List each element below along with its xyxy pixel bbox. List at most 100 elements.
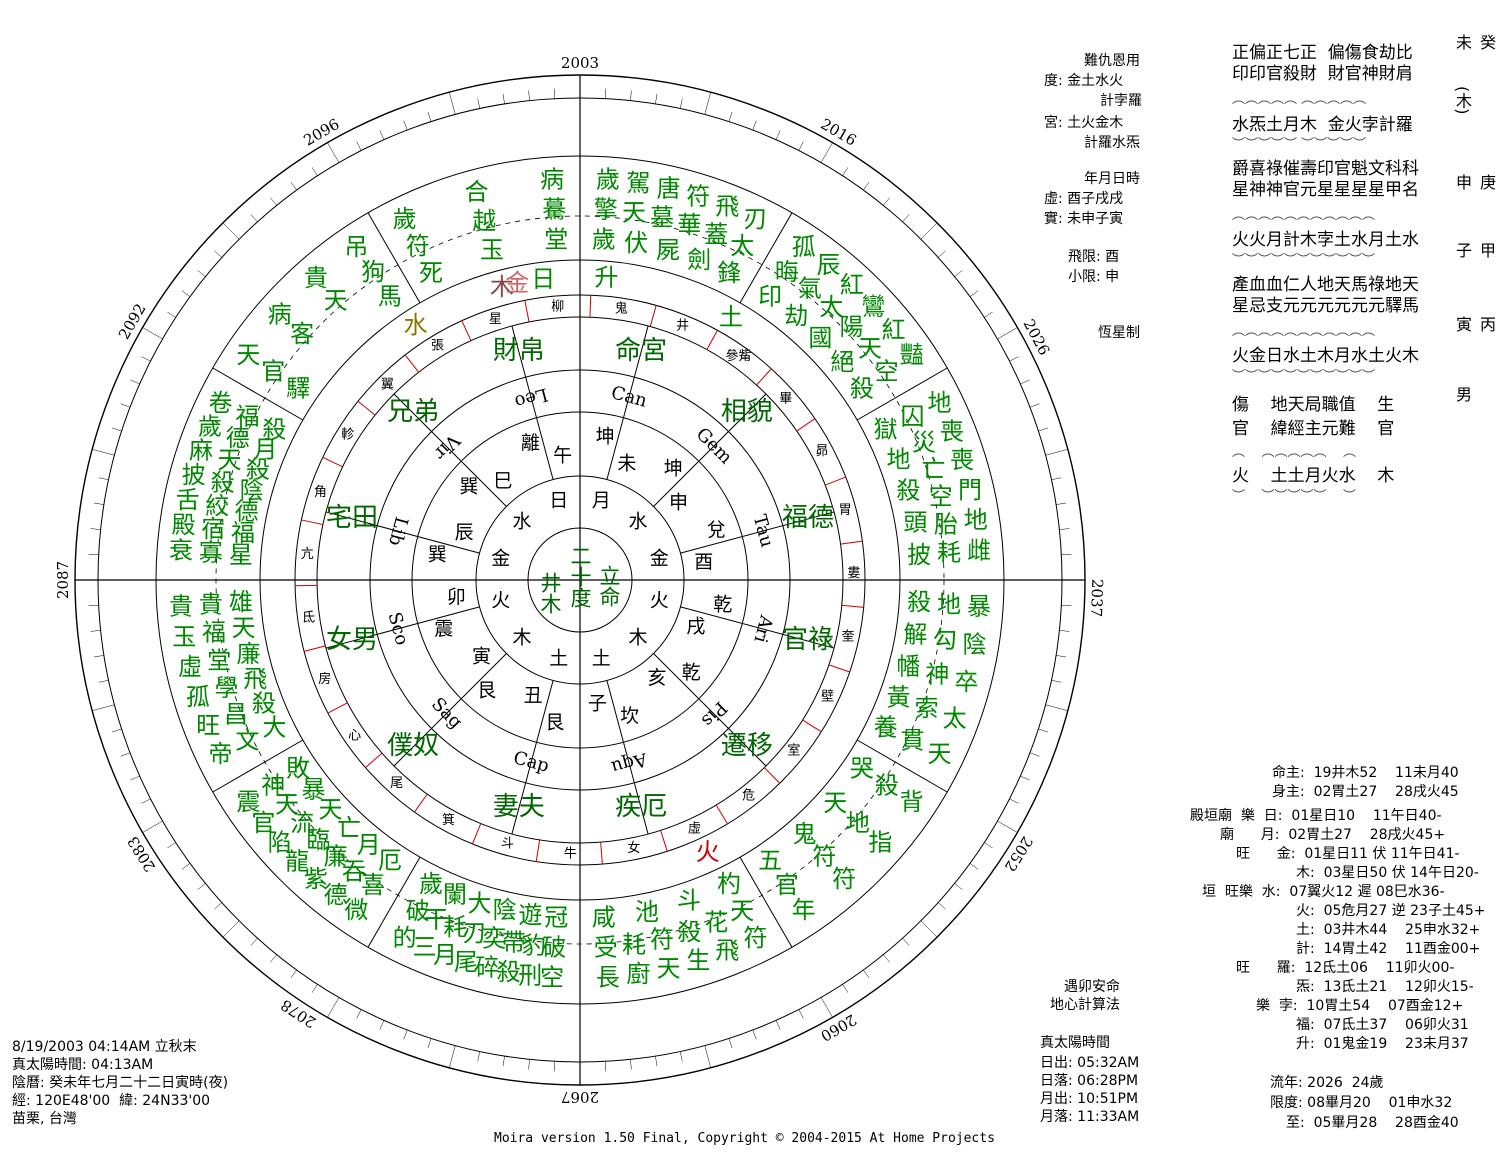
planet-ring-glyph: 金 — [505, 269, 529, 297]
tick-mark — [1056, 502, 1066, 505]
year-label: 2067 — [561, 1088, 599, 1106]
tick-mark — [883, 954, 890, 963]
year-label: 2092 — [115, 300, 150, 342]
sector-star-char: 黃 — [886, 684, 910, 712]
element-label: 月 — [592, 489, 611, 511]
tick-mark — [356, 141, 362, 151]
sector-star-char: 勾 — [933, 626, 957, 654]
sector-star-char: 空 — [875, 358, 899, 386]
sector-star-char: 貴 — [199, 590, 223, 618]
tick-mark — [604, 88, 606, 99]
tick-mark — [920, 222, 938, 240]
tick-mark — [820, 997, 833, 1018]
sector-star-char: 天 — [319, 796, 343, 824]
sector-star-char: 福 — [231, 519, 255, 547]
sector-star-char: 地 — [846, 809, 870, 837]
trigram-label: 乾 — [682, 662, 701, 684]
sector-star-char: 披 — [182, 461, 206, 489]
mansion-label: 井 — [676, 318, 689, 333]
sector-star-char: 太 — [943, 705, 967, 733]
sector-star-char: 天 — [858, 335, 882, 363]
mansion-label: 參觜 — [725, 349, 751, 364]
tick-mark — [142, 820, 163, 833]
mansion-label: 女 — [627, 840, 640, 856]
footer-copyright: Moira version 1.50 Final, Copyright © 20… — [494, 1131, 995, 1146]
sector-star-char: 暴 — [967, 592, 991, 620]
inner-divider — [511, 680, 554, 835]
planet-ring-glyph: 土 — [719, 303, 743, 331]
trigram-label: 乾 — [713, 594, 732, 616]
sector-star-char: 幡 — [896, 652, 920, 680]
sun-line-3: 日出: 05:32AM — [1040, 1055, 1140, 1071]
palace-label: 命宮 — [615, 336, 667, 366]
sector-star-char: 解 — [903, 621, 927, 649]
sector-star-char: 殺 — [246, 456, 270, 484]
sector-star-char: 冠 — [544, 904, 568, 932]
sector-star-char: 歲 — [596, 165, 620, 193]
mansion-divider — [461, 320, 472, 341]
pt-row-2: 殿垣廟 樂 日: 01星日10 11午日40- — [1190, 808, 1442, 824]
sector-star-char: 吞 — [342, 857, 366, 885]
sector-star-char: 辰 — [816, 251, 840, 279]
mansion-label: 氐 — [302, 611, 315, 626]
trigram-label: 坤 — [664, 457, 683, 479]
sector-star-char: 月 — [433, 941, 457, 969]
mansion-divider — [660, 830, 668, 852]
sun-line-2: 真太陽時間 — [1040, 1035, 1110, 1051]
sector-star-char: 破 — [542, 934, 566, 962]
sector-star-char: 刃 — [462, 919, 486, 947]
sector-star-char: 卷 — [208, 389, 232, 417]
sector-star-char: 印 — [758, 283, 782, 311]
tick-mark — [528, 90, 530, 101]
tick-mark — [938, 902, 946, 910]
element-label: 日 — [549, 489, 568, 511]
sector-star-char: 劍 — [687, 246, 711, 274]
tick-mark — [250, 938, 258, 946]
inner-divider — [393, 653, 507, 767]
tick-mark — [130, 379, 140, 385]
tick-mark — [1051, 477, 1062, 481]
tick-mark — [883, 197, 890, 206]
tick-mark — [130, 775, 140, 781]
tick-mark — [1045, 704, 1068, 711]
sun-line-5: 月出: 10:51PM — [1040, 1091, 1139, 1107]
inner-divider — [606, 325, 649, 480]
sector-star-char: 殿 — [172, 511, 196, 539]
tick-mark — [954, 883, 963, 890]
tick-mark — [997, 327, 1018, 340]
tick-mark — [1038, 427, 1048, 432]
inner-divider — [680, 511, 835, 554]
sector-star-char: 斗 — [677, 887, 701, 915]
sector-dividers — [156, 156, 1004, 1004]
sector-star-char: 門 — [958, 476, 982, 504]
tick-mark — [984, 842, 993, 849]
sector-star-char: 氣 — [798, 275, 822, 303]
tick-mark — [842, 984, 849, 993]
year-label: 2026 — [1020, 316, 1054, 358]
tick-mark — [214, 902, 222, 910]
tick-mark — [704, 92, 711, 115]
sector-star-char: 狗 — [361, 258, 385, 286]
sector-star-char: 天 — [928, 740, 952, 768]
sector-star-char: 虛 — [178, 653, 202, 681]
tg-row7: 產血血仁人地天馬祿地天 — [1232, 275, 1419, 295]
sector-star-char: 空 — [929, 483, 953, 511]
rt-title-3: 計孛羅 — [1100, 93, 1142, 109]
tick-mark — [88, 554, 99, 556]
year-label: 2060 — [817, 1010, 859, 1045]
branch-label: 巳 — [494, 470, 513, 492]
sector-star-char: 客 — [290, 320, 314, 348]
flow-line-0: 流年: 2026 24歲 — [1270, 1075, 1384, 1091]
tick-mark — [311, 167, 318, 176]
pt-row-0: 命主: 19井木52 11未月40 — [1272, 765, 1459, 781]
sector-star-char: 養 — [874, 714, 898, 742]
sign-label: Tau — [749, 512, 778, 549]
sector-star-char: 年 — [792, 896, 816, 924]
sector-star-char: 耗 — [622, 931, 646, 959]
sector-star-char: 刑 — [518, 961, 542, 989]
flow-line-2: 至: 05畢月28 28酉金40 — [1286, 1115, 1459, 1131]
pt-row-9: 計: 14胃土42 11酉金00+ — [1296, 941, 1481, 957]
branch-label: 酉 — [694, 551, 713, 573]
sector-star-char: 天 — [232, 614, 256, 642]
mansion-label: 尾 — [390, 776, 403, 791]
